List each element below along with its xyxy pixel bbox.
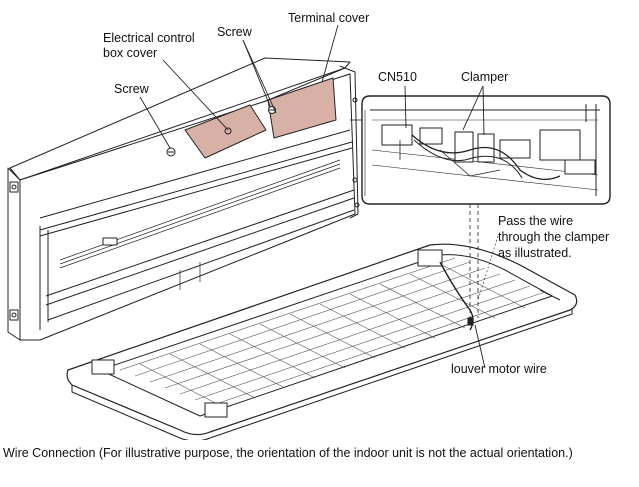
screw-left-label: Screw [114,82,149,96]
screw-top-label: Screw [217,25,252,39]
electrical-box-label-line1: Electrical control [103,31,195,45]
pass-wire-label-line2: through the clamper [498,230,610,244]
electrical-box-label-line2: box cover [103,46,158,60]
terminal-cover [267,77,337,139]
terminal-cover-label: Terminal cover [288,11,370,25]
figure-caption: Wire Connection (For illustrative purpos… [3,446,573,460]
clamper-label: Clamper [461,70,509,84]
screw-left-icon [166,147,176,157]
cn510-label: CN510 [378,70,417,84]
louver-motor-wire-label: louver motor wire [451,362,547,376]
front-panel-grille [66,243,578,440]
diagram-drawing [7,24,611,440]
pass-wire-label-line1: Pass the wire [498,214,574,228]
pass-wire-label-line3: as illustrated. [498,246,572,260]
detail-inset [361,95,611,205]
